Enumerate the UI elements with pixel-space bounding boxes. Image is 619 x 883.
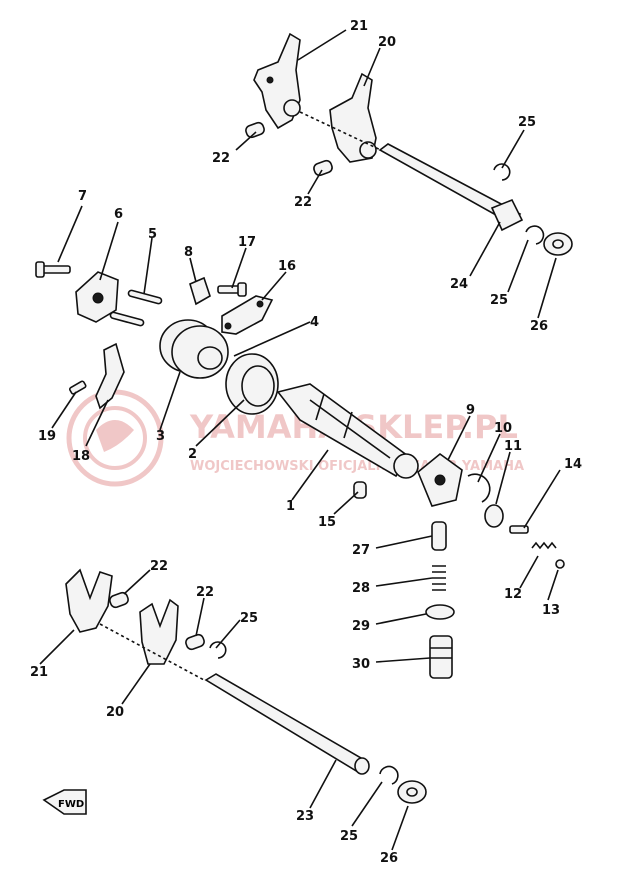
callout-8: 8 <box>184 245 193 260</box>
leader-lines <box>39 29 561 851</box>
callout-6: 6 <box>114 207 123 222</box>
callout-25-lower-b: 25 <box>340 829 358 844</box>
callout-22-upper-b: 22 <box>294 195 312 210</box>
shift-drum-cam-3 <box>159 319 229 379</box>
upper-guide-pin-22b <box>313 159 333 177</box>
pin-5 <box>109 289 163 327</box>
callout-26-upper: 26 <box>530 319 548 334</box>
lower-guide-pin-22c <box>109 591 129 609</box>
callout-23: 23 <box>296 809 314 824</box>
upper-circlip-25a <box>493 163 511 181</box>
upper-guide-pin-22a <box>245 121 265 139</box>
fwd-arrow-badge: FWD <box>42 789 87 815</box>
callout-10: 10 <box>494 421 512 436</box>
pin-27 <box>431 521 447 551</box>
callout-22-lower-b: 22 <box>196 585 214 600</box>
callout-15: 15 <box>318 515 336 530</box>
washer-29 <box>425 604 455 620</box>
callout-25-upper-b: 25 <box>490 293 508 308</box>
lower-washer-26 <box>397 780 427 804</box>
upper-shift-fork-21 <box>253 32 301 130</box>
callout-12: 12 <box>504 587 522 602</box>
callout-27: 27 <box>352 543 370 558</box>
lower-shift-fork-21 <box>65 568 113 633</box>
bearing-2 <box>225 353 279 415</box>
callout-5: 5 <box>148 227 157 242</box>
segment-8 <box>189 276 211 306</box>
bolt-19 <box>69 380 87 395</box>
callout-21-lower: 21 <box>30 665 48 680</box>
upper-fork-shaft-24 <box>378 143 524 232</box>
lever-18 <box>95 342 125 410</box>
callout-9: 9 <box>466 403 475 418</box>
callout-20-lower: 20 <box>106 705 124 720</box>
fwd-label: FWD <box>58 799 84 810</box>
callout-11: 11 <box>504 439 522 454</box>
callout-28: 28 <box>352 581 370 596</box>
callout-25-lower-a: 25 <box>240 611 258 626</box>
callout-22-upper-a: 22 <box>212 151 230 166</box>
upper-shift-fork-20 <box>329 72 377 163</box>
lower-circlip-25d <box>379 765 399 785</box>
upper-washer-26 <box>543 232 573 256</box>
callout-13: 13 <box>542 603 560 618</box>
callout-2: 2 <box>188 447 197 462</box>
callout-22-lower-a: 22 <box>150 559 168 574</box>
lower-shift-fork-20 <box>139 598 179 665</box>
watermark-subtitle: WOJCIECHOWSKI OFICJALNY DEALER YAMAHA <box>190 459 524 474</box>
callout-30: 30 <box>352 657 370 672</box>
spring-12 <box>531 541 557 550</box>
callout-7: 7 <box>78 189 87 204</box>
screw-17 <box>217 282 247 297</box>
spring-28 <box>432 565 446 591</box>
callout-26-lower: 26 <box>380 851 398 866</box>
lower-fork-shaft-23 <box>204 673 370 775</box>
callout-1: 1 <box>286 499 295 514</box>
bolt-7 <box>35 261 71 278</box>
screw-14 <box>509 525 529 534</box>
callout-17: 17 <box>238 235 256 250</box>
upper-circlip-25b <box>525 225 545 245</box>
callout-labels: 21 20 22 22 25 24 25 26 7 6 5 8 17 16 4 … <box>30 19 582 866</box>
cam-9 <box>417 452 463 507</box>
callout-16: 16 <box>278 259 296 274</box>
callout-18: 18 <box>72 449 90 464</box>
callout-25-upper-a: 25 <box>518 115 536 130</box>
pin-15 <box>353 481 367 499</box>
callout-19: 19 <box>38 429 56 444</box>
callout-3: 3 <box>156 429 165 444</box>
callout-14: 14 <box>564 457 582 472</box>
lower-guide-pin-22d <box>185 633 205 651</box>
callout-21-upper: 21 <box>350 19 368 34</box>
plug-30 <box>429 635 453 679</box>
shift-drum-1 <box>276 383 419 479</box>
circlip-10 <box>467 473 491 503</box>
lower-circlip-25c <box>209 641 227 659</box>
washer-11 <box>484 504 504 528</box>
callout-24: 24 <box>450 277 468 292</box>
callout-29: 29 <box>352 619 370 634</box>
stopper-lever-16 <box>221 295 274 335</box>
callout-20-upper: 20 <box>378 35 396 50</box>
stopper-plate-6 <box>75 271 119 323</box>
callout-4: 4 <box>310 315 319 330</box>
pin-13 <box>555 559 565 569</box>
